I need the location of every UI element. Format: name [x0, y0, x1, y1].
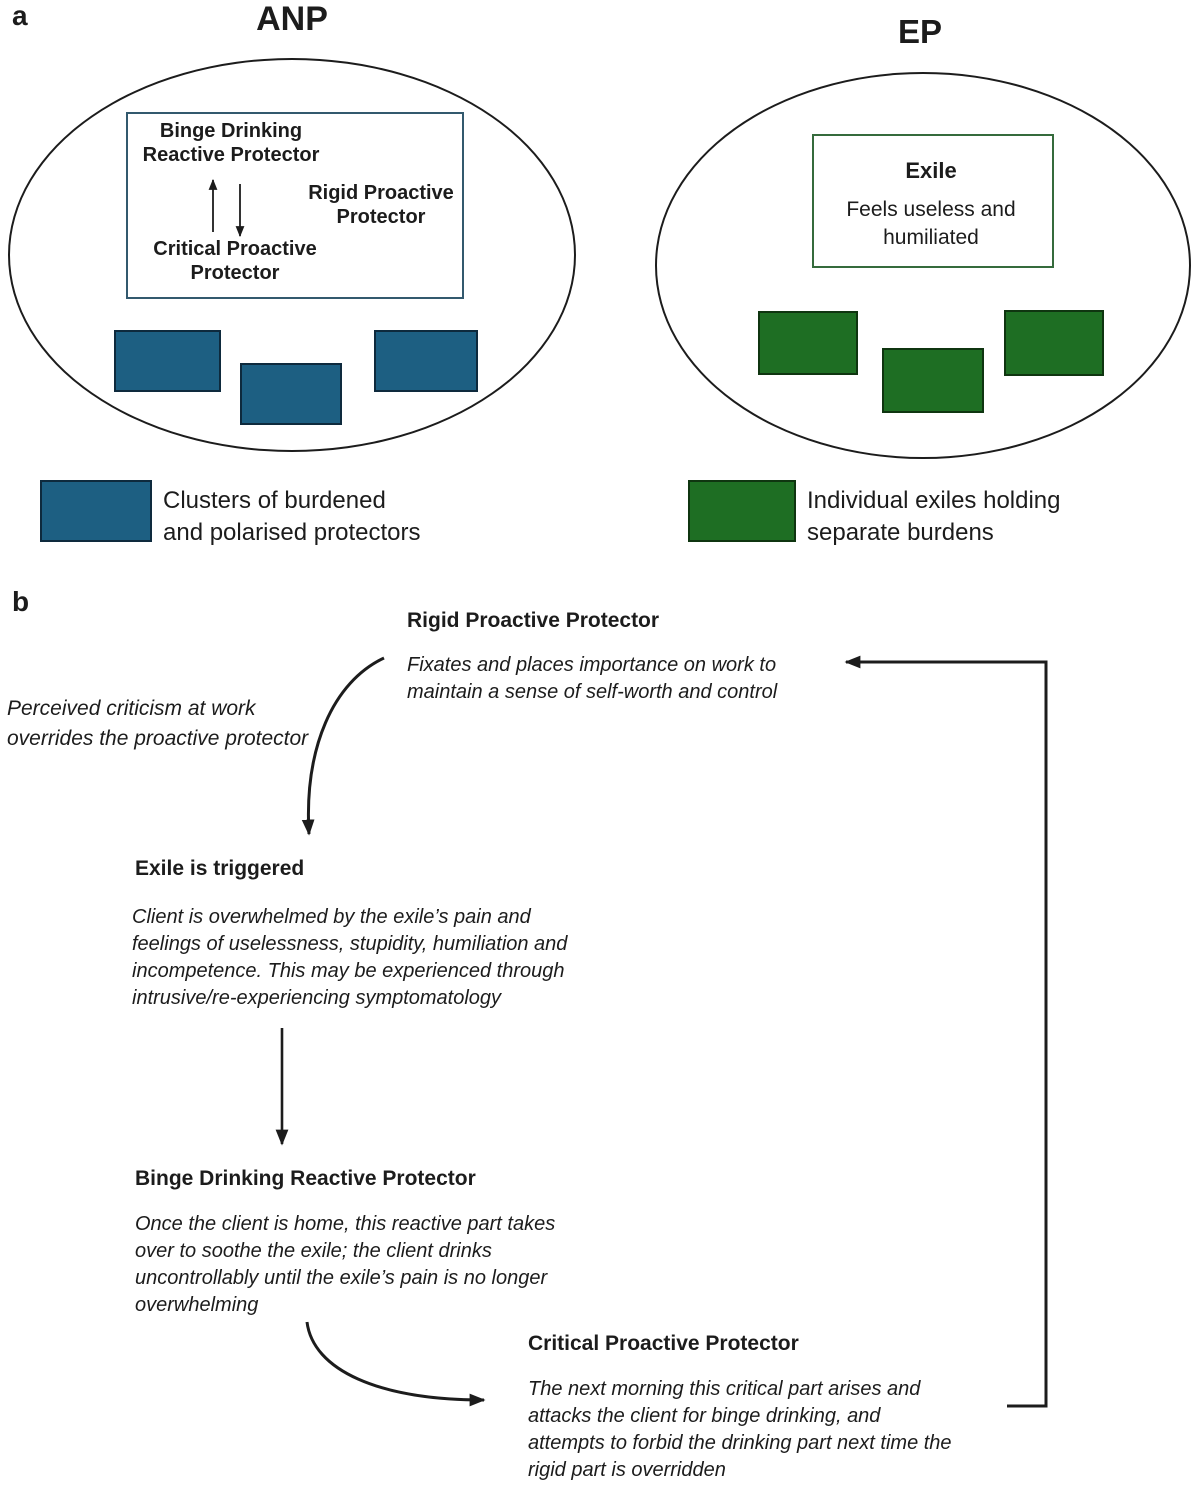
exile-box-title: Exile: [905, 158, 957, 183]
panel-a-label: a: [12, 0, 28, 31]
anp-title: ANP: [256, 0, 328, 38]
step-exile-body: Client is overwhelmed by the exile’s pai…: [132, 906, 568, 1009]
exile-box-description: Feels useless and humiliated: [846, 198, 1016, 249]
legend-protector-label: Clusters of burdened and polarised prote…: [163, 487, 421, 546]
rigid-proactive-protector-label: Rigid Proactive Protector: [308, 182, 454, 228]
exile-rect: [758, 311, 858, 375]
protector-cluster-rect: [374, 330, 478, 392]
exile-rect: [1004, 310, 1104, 376]
panel-b-label: b: [12, 586, 30, 617]
protector-cluster-rect: [240, 363, 342, 425]
ep-title: EP: [897, 13, 943, 50]
step-binge-title: Binge Drinking Reactive Protector: [135, 1167, 476, 1190]
legend-exile-label: Individual exiles holding separate burde…: [807, 487, 1061, 546]
binge-reactive-protector-label: Binge Drinking Reactive Protector: [142, 120, 320, 166]
arrow-rigid-to-exile: [301, 656, 385, 836]
anp-protector-box: [126, 112, 464, 299]
step-rigid-title: Rigid Proactive Protector: [407, 609, 660, 632]
arrow-binge-to-critical: [305, 1321, 486, 1407]
step-binge-body: Once the client is home, this reactive p…: [135, 1213, 556, 1316]
critical-proactive-protector-label: Critical Proactive Protector: [153, 238, 317, 284]
exile-rect: [882, 348, 984, 413]
trigger-note: Perceived criticism at work overrides th…: [7, 697, 309, 750]
legend-exile-swatch: [688, 480, 796, 542]
step-exile-title: Exile is triggered: [135, 857, 305, 880]
legend-protector-swatch: [40, 480, 152, 542]
arrow-critical-to-rigid-loop: [844, 655, 1048, 1408]
step-critical-body: The next morning this critical part aris…: [528, 1378, 952, 1481]
protector-cluster-rect: [114, 330, 221, 392]
step-critical-title: Critical Proactive Protector: [528, 1332, 799, 1355]
step-rigid-body: Fixates and places importance on work to…: [407, 654, 778, 703]
exile-box: [812, 134, 1054, 268]
